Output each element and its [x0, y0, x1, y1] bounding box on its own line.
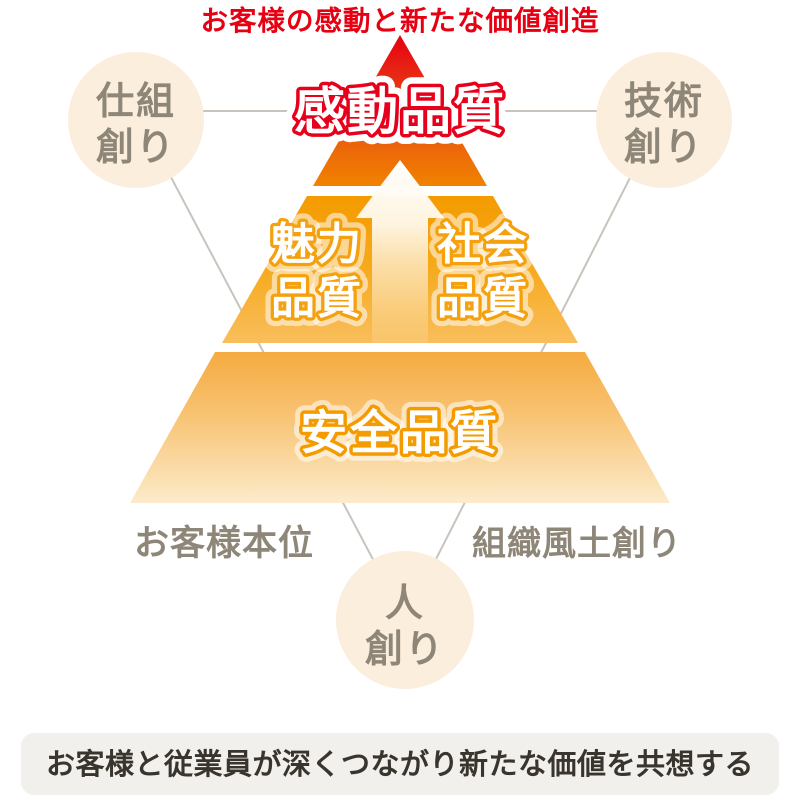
circle-bottom [336, 551, 474, 689]
side-label-right: 組織風土創り [472, 524, 682, 564]
middle-right-label-halo: 社会 [437, 219, 529, 270]
pyramid-base-section [130, 352, 670, 503]
top-label-group: 感動品質 感動品質 [284, 73, 514, 152]
middle-left-label-group: 魅力 品質 魅力 品質 [263, 211, 370, 333]
side-label-left: お客様本位 [134, 523, 314, 564]
circle-top-right-label: 創り [624, 125, 704, 169]
circle-top-left-label: 仕組 [96, 79, 176, 123]
pyramid-top-section [313, 35, 487, 186]
circle-top-left [68, 52, 204, 188]
base-label-halo: 安全品質 [300, 406, 500, 461]
circle-top-left-label: 創り [96, 125, 176, 169]
middle-right-label: 品質 [437, 273, 529, 324]
up-arrow-icon [356, 160, 444, 343]
circle-bottom-label: 人 [385, 581, 425, 625]
bottom-banner-text: お客様と従業員が深くつながり新たな価値を共想する [46, 747, 754, 781]
circle-top-right [596, 52, 732, 188]
circle-top-right-label: 技術 [624, 79, 704, 123]
top-label: 感動品質 [294, 83, 506, 142]
middle-left-label: 品質 [271, 273, 363, 324]
diagram-title: お客様の感動と新たな価値創造 [201, 5, 600, 37]
base-label-group: 安全品質 安全品質 [292, 398, 506, 470]
middle-left-label-halo: 魅力 [271, 219, 363, 270]
middle-right-label-group: 社会 品質 社会 品質 [429, 211, 536, 333]
middle-right-label: 社会 [437, 219, 529, 270]
middle-right-label-halo: 品質 [437, 273, 529, 324]
circle-bottom-label: 創り [365, 627, 445, 671]
top-label-halo: 感動品質 [294, 83, 506, 142]
middle-left-label-halo: 品質 [271, 273, 363, 324]
middle-left-label: 魅力 [271, 219, 363, 270]
base-label: 安全品質 [300, 406, 500, 461]
bottom-banner [21, 733, 779, 795]
